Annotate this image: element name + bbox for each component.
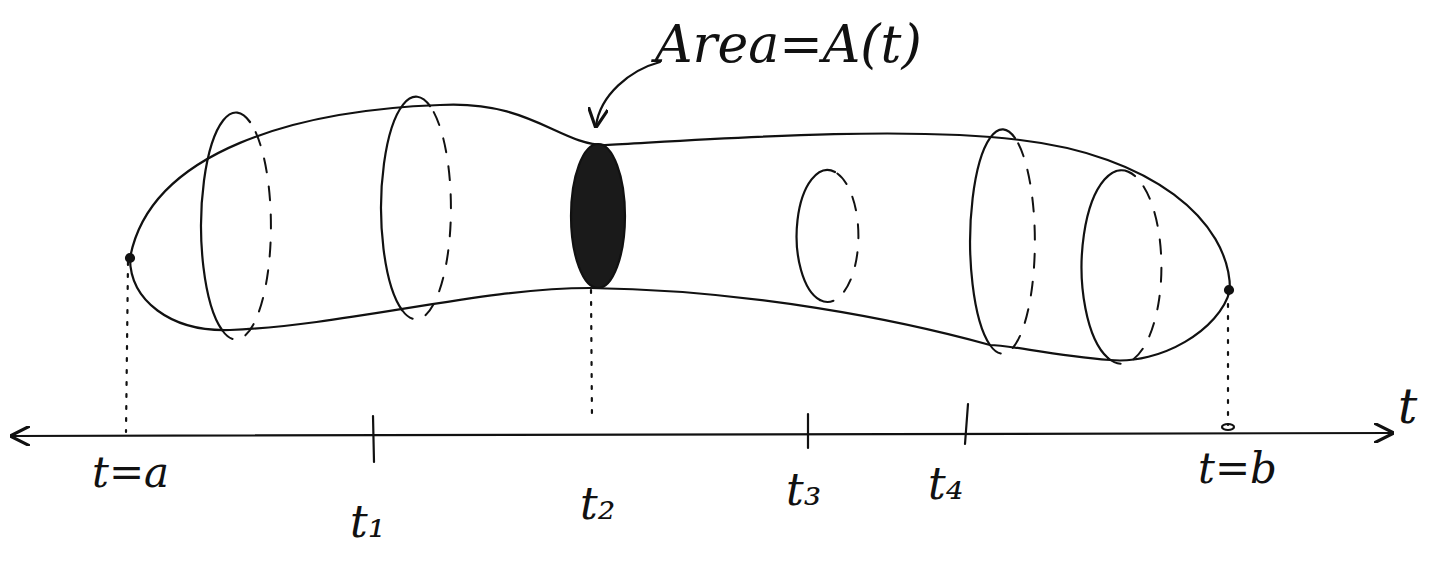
axis-label: t₁	[350, 500, 385, 544]
cross-section	[381, 97, 430, 310]
axis-label: t₄	[928, 462, 963, 506]
axis-label: t=a	[92, 452, 169, 494]
cross-section	[201, 112, 250, 330]
cross-section	[970, 129, 1015, 345]
axis-label: t	[1398, 382, 1417, 430]
axis-label: t=b	[1198, 448, 1277, 490]
axis-label: t₂	[580, 482, 615, 526]
leader-arrow	[596, 62, 660, 126]
axis-label: t₃	[786, 468, 821, 512]
cross-section	[1082, 170, 1135, 358]
cross-section	[797, 170, 835, 300]
t-axis	[12, 433, 1392, 436]
shaded-section	[571, 144, 625, 288]
solid-outline	[130, 105, 1230, 361]
area-label: Area=A(t)	[655, 18, 922, 70]
